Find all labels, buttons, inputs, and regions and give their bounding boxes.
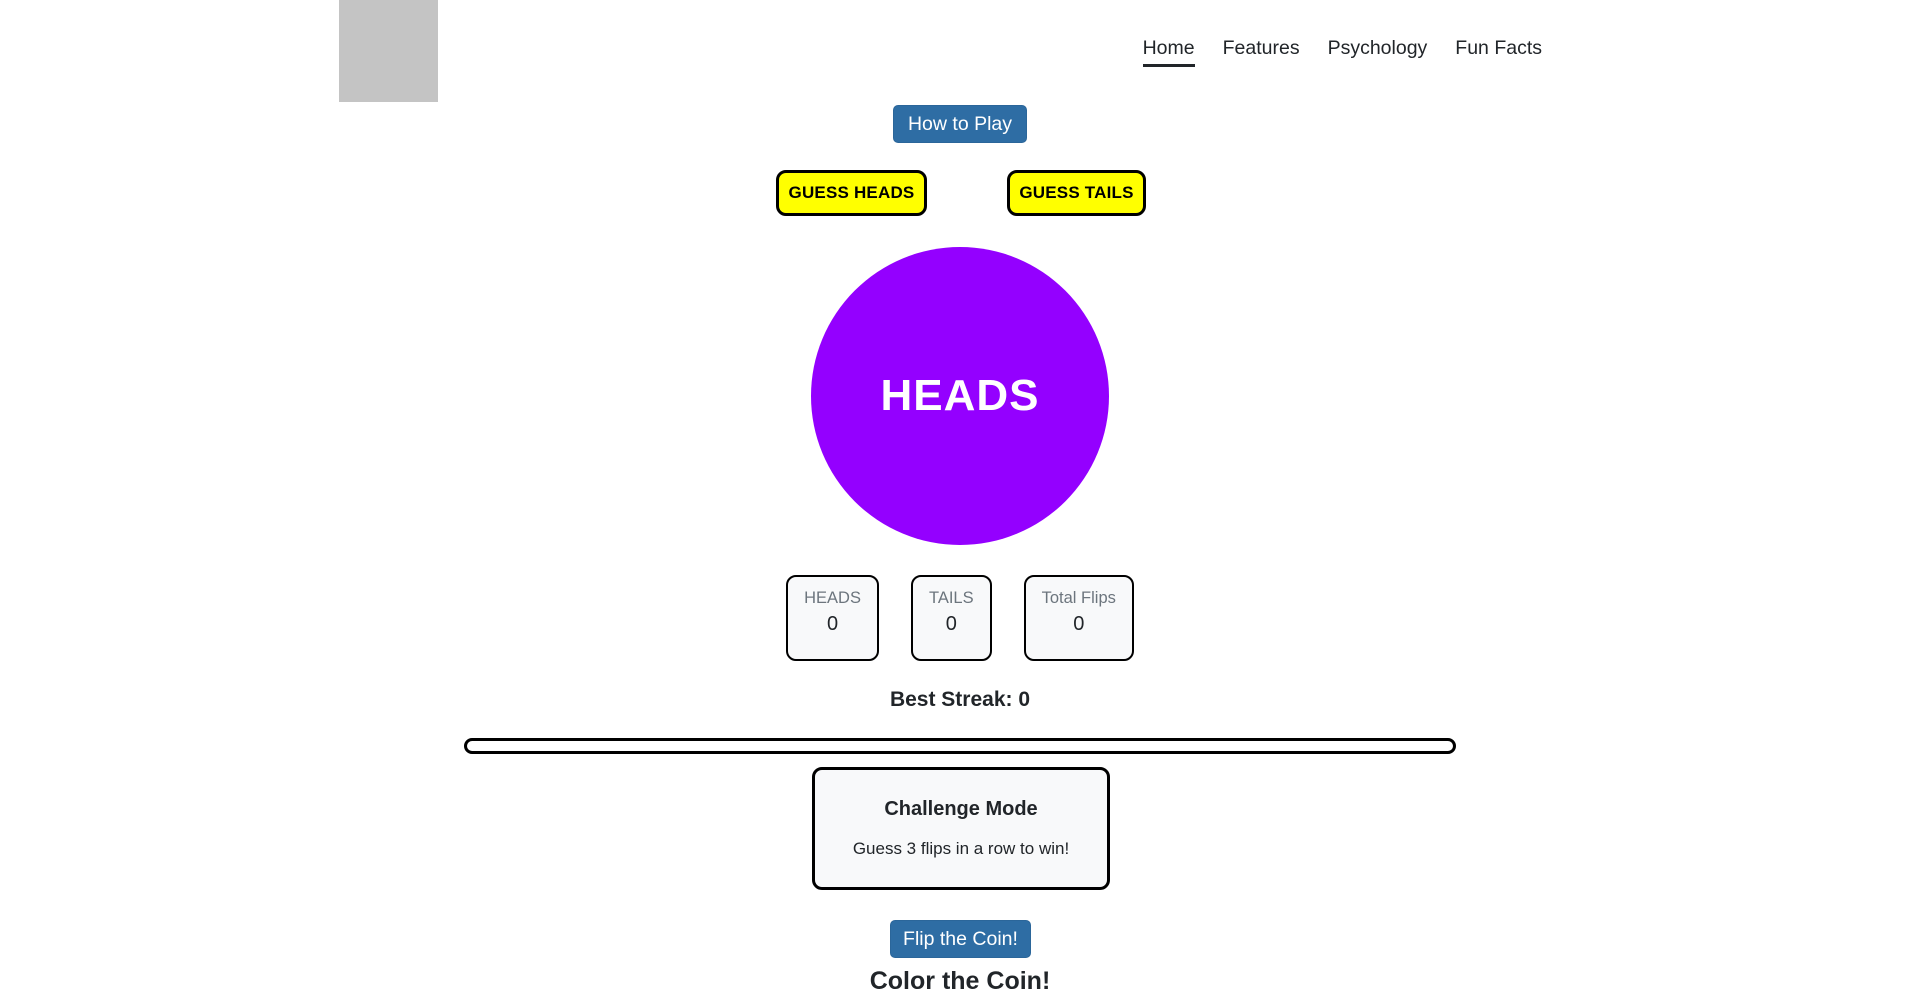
stat-label-tails: TAILS: [928, 589, 974, 607]
nav-link-fun-facts[interactable]: Fun Facts: [1455, 37, 1542, 59]
stats-row: HEADS 0 TAILS 0 Total Flips 0: [0, 575, 1920, 661]
site-logo-placeholder: [339, 0, 438, 102]
coin[interactable]: HEADS: [811, 247, 1109, 545]
how-to-play-button[interactable]: How to Play: [893, 105, 1027, 143]
stat-label-heads: HEADS: [804, 589, 861, 607]
stat-value-total-flips: 0: [1073, 613, 1085, 635]
stat-label-total-flips: Total Flips: [1041, 589, 1116, 607]
nav-link-features[interactable]: Features: [1222, 37, 1300, 59]
stat-card-heads: HEADS 0: [786, 575, 879, 661]
challenge-mode-title: Challenge Mode: [884, 798, 1038, 820]
guess-heads-button[interactable]: GUESS HEADS: [776, 170, 927, 216]
color-the-coin-heading: Color the Coin!: [869, 967, 1051, 993]
guess-tails-button[interactable]: GUESS TAILS: [1007, 170, 1146, 216]
best-streak-text: Best Streak: 0: [889, 688, 1031, 711]
challenge-mode-card: Challenge Mode Guess 3 flips in a row to…: [812, 767, 1110, 890]
streak-progress-bar: [464, 738, 1456, 754]
nav-link-psychology[interactable]: Psychology: [1327, 37, 1428, 59]
flip-coin-button[interactable]: Flip the Coin!: [890, 920, 1031, 958]
stat-card-total-flips: Total Flips 0: [1023, 575, 1134, 661]
stat-value-heads: 0: [826, 613, 839, 635]
coin-face-label: HEADS: [880, 371, 1040, 420]
nav-link-home[interactable]: Home: [1142, 36, 1195, 67]
main-navigation: Home Features Psychology Fun Facts: [0, 36, 1920, 67]
stat-card-tails: TAILS 0: [910, 575, 992, 661]
challenge-mode-description: Guess 3 flips in a row to win!: [852, 839, 1070, 858]
stat-value-tails: 0: [945, 613, 957, 635]
